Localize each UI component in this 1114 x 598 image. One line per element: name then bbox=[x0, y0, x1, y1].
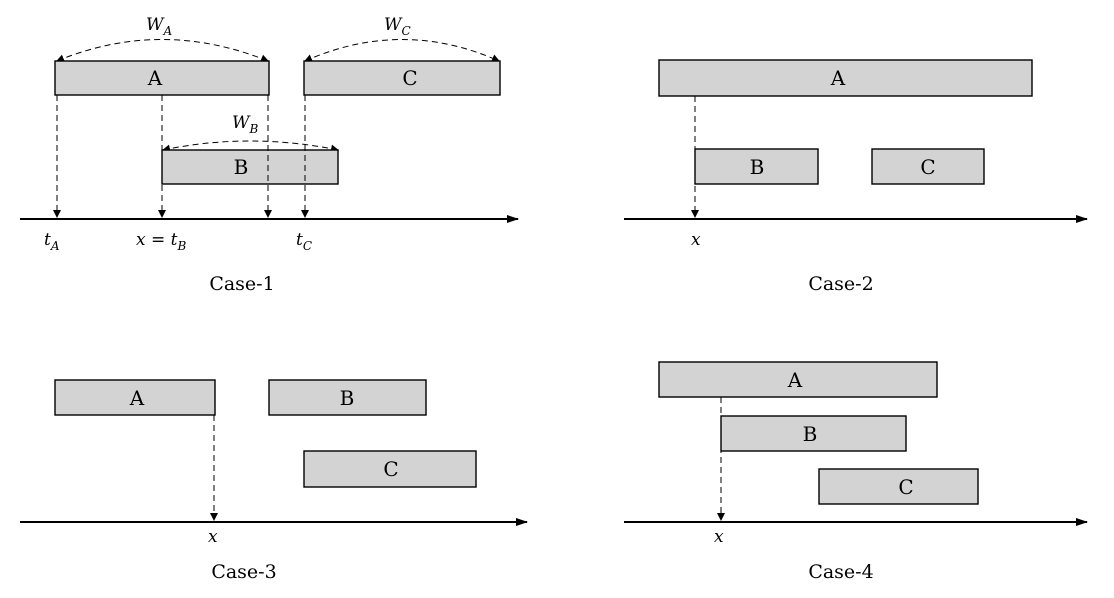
caption-case-4: Case-4 bbox=[808, 561, 873, 583]
label-x: x bbox=[208, 527, 218, 547]
interval-b bbox=[694, 148, 819, 185]
interval-a bbox=[54, 379, 216, 416]
interval-c bbox=[303, 450, 477, 488]
label-x: x bbox=[714, 527, 724, 547]
interval-a-label: A bbox=[129, 386, 145, 410]
interval-c-label: C bbox=[402, 66, 417, 90]
interval-b-label: B bbox=[803, 422, 818, 446]
caption-case-1: Case-1 bbox=[209, 273, 274, 295]
interval-c bbox=[818, 468, 979, 505]
interval-b-label: B bbox=[750, 155, 765, 179]
interval-b-label: B bbox=[340, 386, 355, 410]
caption-case-3: Case-3 bbox=[211, 561, 276, 583]
window-arc-b bbox=[162, 140, 339, 153]
interval-a-label: A bbox=[147, 66, 163, 90]
caption-case-2: Case-2 bbox=[808, 273, 873, 295]
panel-case-4: A B C x Case-4 bbox=[624, 361, 1088, 583]
label-t-c: tC bbox=[296, 230, 312, 253]
interval-b bbox=[268, 379, 427, 416]
panel-case-1: A C B WA WC WB tA x = tB tC Case-1 bbox=[20, 15, 519, 295]
label-w-c: WC bbox=[384, 15, 411, 38]
label-t-a: tA bbox=[44, 230, 60, 253]
interval-a-label: A bbox=[830, 66, 846, 90]
window-arc-a bbox=[56, 39, 269, 63]
interval-c-label: C bbox=[898, 475, 913, 499]
interval-b bbox=[161, 149, 339, 185]
interval-a-label: A bbox=[787, 368, 803, 392]
window-arc-c bbox=[304, 39, 500, 62]
panel-case-2: A B C x Case-2 bbox=[624, 59, 1088, 295]
interval-c-label: C bbox=[383, 457, 398, 481]
panel-case-3: A B C x Case-3 bbox=[20, 379, 528, 583]
interval-c-label: C bbox=[920, 155, 935, 179]
interval-c bbox=[303, 60, 501, 96]
interval-a bbox=[658, 59, 1033, 97]
interval-b-label: B bbox=[234, 155, 249, 179]
interval-b bbox=[720, 415, 907, 452]
label-w-b: WB bbox=[232, 113, 258, 136]
label-w-a: WA bbox=[146, 15, 172, 38]
interval-c bbox=[871, 148, 985, 185]
interval-a bbox=[658, 361, 938, 398]
label-x-eq-t-b: x = tB bbox=[136, 230, 186, 253]
label-x: x bbox=[691, 230, 701, 250]
